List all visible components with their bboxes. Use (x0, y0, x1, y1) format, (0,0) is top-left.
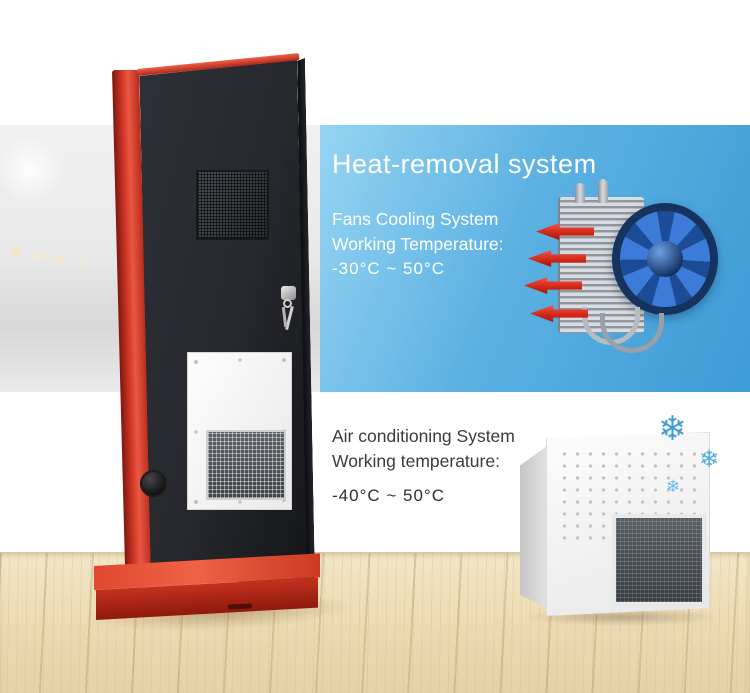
kiosk-panel-grille (206, 430, 286, 500)
air-conditioning-description: Air conditioning System Working temperat… (332, 424, 515, 508)
ac-temperature-range: -40°C ~ 50°C (332, 486, 446, 505)
fan-hub (647, 241, 683, 277)
kiosk-lock-and-keys (279, 286, 301, 340)
snowflake-icon: ❄ (658, 410, 687, 448)
kiosk-screen-vent (196, 170, 269, 240)
working-temperature-line: Working temperature: (332, 451, 500, 471)
lock-icon (281, 286, 296, 300)
kiosk-speaker (140, 470, 167, 497)
working-temperature-line: Working Temperature: (332, 234, 504, 254)
heatpipe-stub (575, 183, 585, 203)
air-conditioning-line: Air conditioning System (332, 426, 515, 446)
heatpipe-arc (600, 313, 664, 353)
key-icon (281, 306, 288, 328)
ac-outlet-grille (612, 514, 706, 606)
key-ring-icon (283, 299, 292, 308)
heat-removal-description: Fans Cooling System Working Temperature: (332, 207, 504, 257)
snowflake-icon: ❄ (699, 446, 720, 473)
heat-removal-panel: Heat-removal system Fans Cooling System … (320, 125, 750, 392)
snowflake-icon: ❄ (666, 477, 681, 496)
fans-cooling-line: Fans Cooling System (332, 209, 499, 229)
heatpipe-stub (598, 179, 608, 203)
cooling-fan-icon (612, 203, 718, 315)
heat-removal-title: Heat-removal system (332, 149, 597, 179)
ac-unit-side-face (520, 446, 547, 608)
fans-temperature-range: -30°C ~ 50°C (332, 259, 446, 278)
